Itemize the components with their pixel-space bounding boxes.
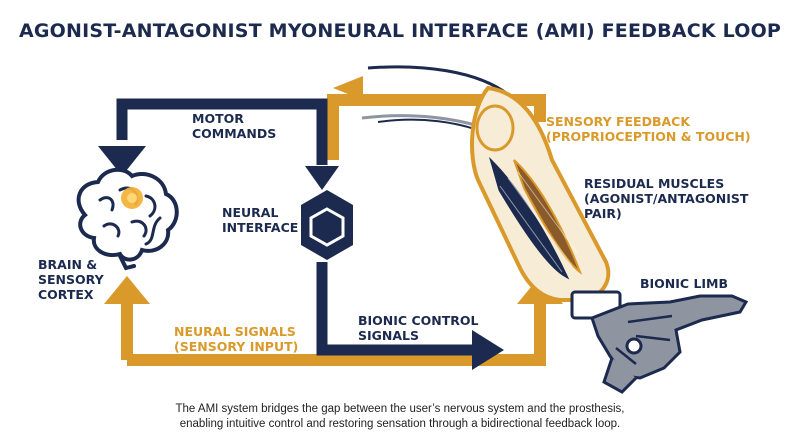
label-bionic-control: BIONIC CONTROL SIGNALS bbox=[358, 313, 479, 343]
navy-control-loop bbox=[116, 98, 478, 356]
label-brain: BRAIN & SENSORY CORTEX bbox=[38, 257, 104, 302]
label-bionic-limb: BIONIC LIMB bbox=[640, 276, 729, 291]
label-residual-muscles: RESIDUAL MUSCLES (AGONIST/ANTAGONIST PAI… bbox=[584, 176, 749, 221]
arrow-to-brain-navy bbox=[98, 146, 146, 176]
gold-feedback-loop bbox=[127, 94, 546, 366]
sensory-feedback-path bbox=[327, 94, 546, 160]
arrow-to-bionic-limb bbox=[472, 330, 504, 370]
caption-line-1: The AMI system bridges the gap between t… bbox=[175, 403, 625, 415]
antagonist-muscle bbox=[513, 159, 583, 275]
motor-commands-path bbox=[116, 98, 328, 165]
arrow-to-brain bbox=[104, 276, 150, 304]
label-neural-interface: NEURAL INTERFACE bbox=[222, 205, 299, 235]
caption: The AMI system bridges the gap between t… bbox=[0, 402, 800, 432]
diagram-title: AGONIST-ANTAGONIST MYONEURAL INTERFACE (… bbox=[18, 20, 782, 42]
label-neural-signals: NEURAL SIGNALS (SENSORY INPUT) bbox=[174, 324, 299, 354]
arrow-to-interface bbox=[305, 166, 339, 190]
agonist-muscle bbox=[488, 156, 570, 280]
label-sensory-feedback: SENSORY FEEDBACK (PROPRIOCEPTION & TOUCH… bbox=[546, 114, 751, 144]
robotic-thumb bbox=[602, 357, 638, 394]
feedback-arrow-head bbox=[333, 76, 363, 100]
brain-icon bbox=[76, 167, 179, 271]
neural-signals-path bbox=[127, 300, 546, 366]
hexagon-interface-icon bbox=[301, 190, 353, 260]
bionic-control-path bbox=[316, 262, 478, 356]
caption-line-2: enabling intuitive control and restoring… bbox=[179, 418, 621, 430]
label-motor-commands: MOTOR COMMANDS bbox=[192, 111, 277, 141]
bionic-limb-icon bbox=[361, 65, 749, 394]
